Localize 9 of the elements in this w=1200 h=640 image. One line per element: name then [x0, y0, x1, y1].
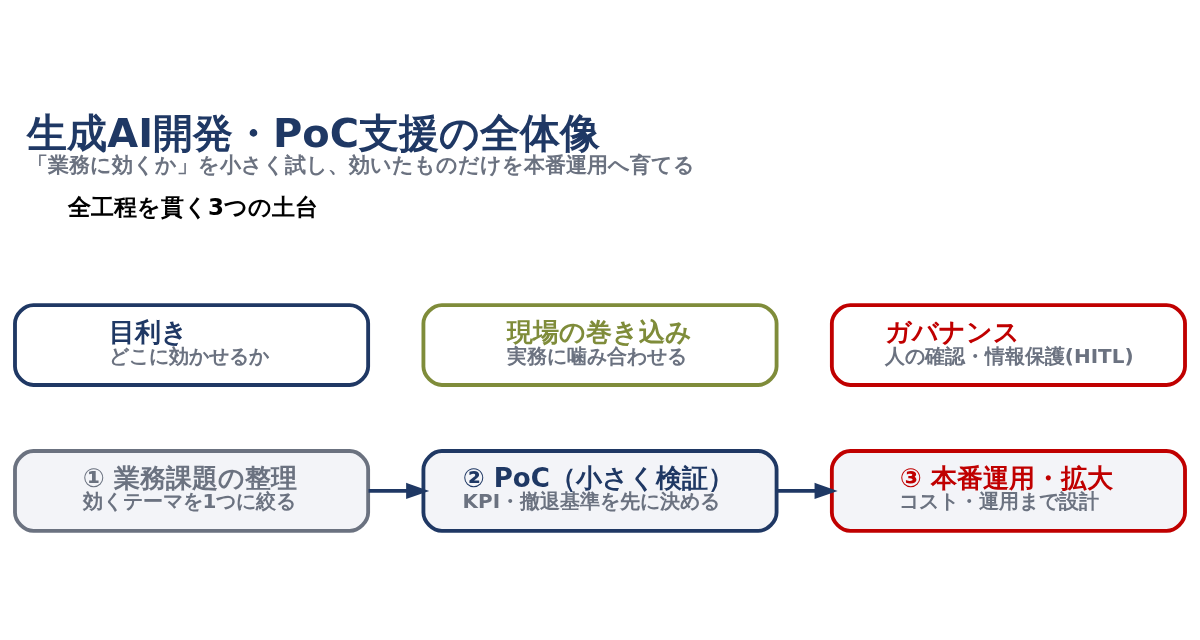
node-box: ガバナンス 人の確認・情報保護(HITL)	[829, 302, 1187, 387]
node-box: ① 業務課題の整理 効くテーマを1つに絞る	[13, 448, 371, 533]
node-box: ② PoC（小さく検証） KPI・撤退基準を先に決める	[421, 448, 779, 533]
arrow	[368, 482, 430, 499]
node-box: ③ 本番運用・拡大 コスト・運用まで設計	[829, 448, 1187, 533]
node-box: 現場の巻き込み 実務に噛み合わせる	[421, 302, 779, 387]
arrow	[777, 482, 838, 499]
label: 全工程を貫く3つの土台	[67, 193, 318, 220]
node-box: 目利き どこに効かせるか	[13, 302, 371, 387]
